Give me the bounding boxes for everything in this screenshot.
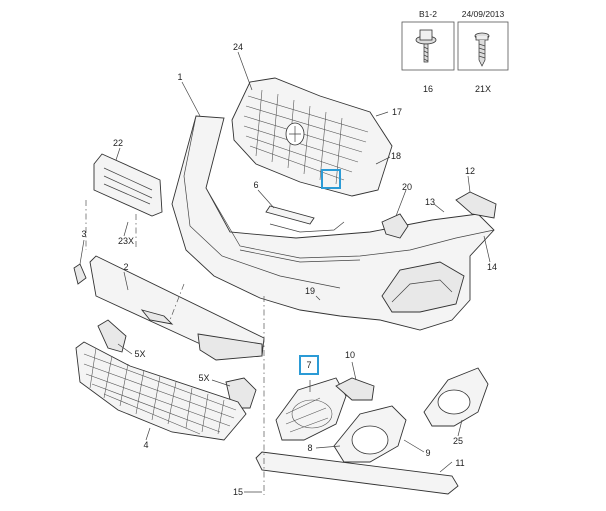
header-date: 24/09/2013: [462, 9, 505, 19]
bolt-with-washer-icon: [415, 29, 437, 63]
assembly-guides: [85, 200, 265, 495]
highlight-box-7: [299, 355, 319, 375]
fog-lamp-bezel-mid: [333, 405, 407, 463]
fog-lamp-bezel-left: [275, 377, 347, 441]
callout-9: 9: [425, 448, 430, 458]
callout-24: 24: [233, 42, 243, 52]
bracket-10: [335, 377, 375, 401]
header-code: B1-2: [419, 9, 437, 19]
highlight-box-upper: [321, 169, 341, 189]
self-tapping-screw-icon: [474, 32, 490, 67]
bracket-20: [381, 213, 409, 239]
lower-grille: [75, 341, 247, 441]
fog-lamp-bezel-right: [423, 367, 489, 427]
fastener-table: B1-2 24/09/2013 16 21X: [401, 9, 509, 94]
trim-piece-left: [97, 319, 127, 353]
upper-trim-strip: [265, 205, 315, 225]
lower-spoiler: [255, 451, 459, 495]
callout-23x: 23X: [118, 236, 134, 246]
callout-18: 18: [391, 151, 401, 161]
bumper-reinforcement: [89, 255, 265, 361]
callout-12: 12: [465, 166, 475, 176]
bumper-cover: [171, 115, 495, 331]
callout-25: 25: [453, 436, 463, 446]
clip-3: [73, 263, 87, 285]
leader-lines: [79, 51, 491, 493]
callout-15: 15: [233, 487, 243, 497]
callout-8: 8: [307, 443, 312, 453]
callout-11: 11: [455, 458, 464, 468]
callout-5x-left: 5X: [134, 349, 145, 359]
callout-4: 4: [143, 440, 148, 450]
callout-20: 20: [402, 182, 412, 192]
side-bracket-12: [455, 191, 497, 219]
upper-grille: [231, 77, 393, 197]
callout-17: 17: [392, 107, 402, 117]
license-plate-bracket: [93, 153, 163, 217]
callout-1: 1: [177, 72, 182, 82]
callout-14: 14: [487, 262, 497, 272]
callout-2: 2: [123, 262, 128, 272]
callout-labels: 1 2 3 4 5X 5X 6 7 8 9 10 11 12 13 14 15 …: [81, 42, 497, 497]
callout-19: 19: [305, 286, 315, 296]
callout-6: 6: [253, 180, 258, 190]
callout-3: 3: [81, 229, 86, 239]
callout-10: 10: [345, 350, 355, 360]
callout-7: 7: [306, 360, 311, 370]
callout-13: 13: [425, 197, 435, 207]
callout-16: 16: [423, 84, 433, 94]
callout-22: 22: [113, 138, 123, 148]
callout-5x-right: 5X: [198, 373, 209, 383]
callout-21x: 21X: [475, 84, 491, 94]
